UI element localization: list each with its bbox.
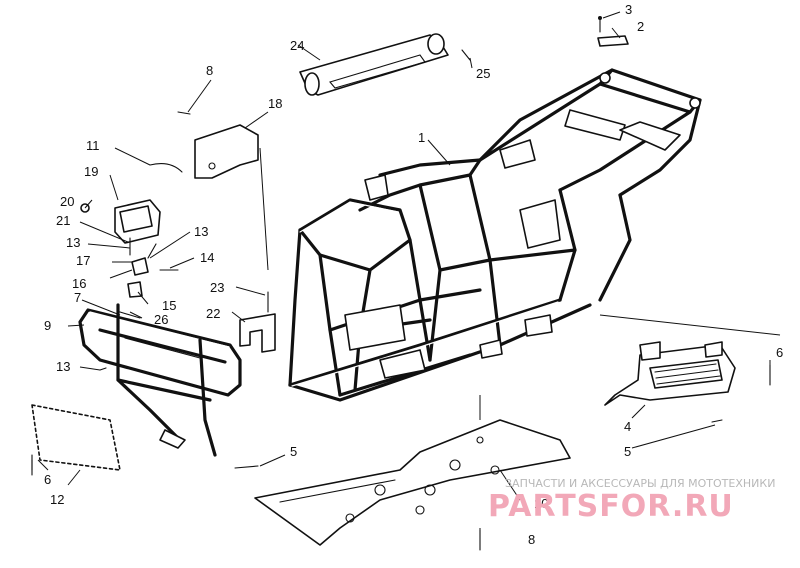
mount-bracket bbox=[239, 291, 276, 353]
callout-18: 18 bbox=[268, 96, 282, 111]
callout-13-upper: 13 bbox=[194, 224, 208, 239]
watermark: ЗАПЧАСТИ И АКСЕССУАРЫ ДЛЯ МОТОТЕХНИКИ PA… bbox=[488, 477, 775, 524]
callout-17: 17 bbox=[76, 253, 90, 268]
callout-8-top: 8 bbox=[206, 63, 213, 78]
callout-11: 11 bbox=[86, 138, 100, 153]
callout-9: 9 bbox=[44, 318, 51, 333]
callout-15: 15 bbox=[162, 298, 176, 313]
top-bracket bbox=[597, 16, 629, 47]
callout-21: 21 bbox=[56, 213, 70, 228]
callout-10: 10 bbox=[534, 496, 548, 511]
watermark-tagline: ЗАПЧАСТИ И АКСЕССУАРЫ ДЛЯ МОТОТЕХНИКИ bbox=[505, 477, 775, 490]
callout-labels: 1 2 3 4 5 5 6 6 7 8 8 9 10 11 12 13 13 1… bbox=[44, 2, 783, 547]
callout-24: 24 bbox=[290, 38, 304, 53]
small-hardware bbox=[80, 203, 179, 319]
callout-22: 22 bbox=[206, 306, 220, 321]
callout-5-left: 5 bbox=[290, 444, 297, 459]
callout-16: 16 bbox=[72, 276, 86, 291]
callout-23: 23 bbox=[210, 280, 224, 295]
front-bumper bbox=[78, 303, 242, 457]
callout-13-mid: 13 bbox=[66, 235, 80, 250]
bracket-plate bbox=[177, 111, 259, 179]
callout-20: 20 bbox=[60, 194, 74, 209]
callout-1: 1 bbox=[418, 130, 425, 145]
callout-14: 14 bbox=[200, 250, 214, 265]
watermark-brand: PARTSFOR.RU bbox=[488, 489, 734, 524]
callout-8-bottom: 8 bbox=[528, 532, 535, 547]
callout-6-left: 6 bbox=[44, 472, 51, 487]
callout-4: 4 bbox=[624, 419, 631, 434]
callout-26: 26 bbox=[154, 312, 168, 327]
callout-12: 12 bbox=[50, 492, 64, 507]
callout-7: 7 bbox=[74, 290, 81, 305]
callout-6-right: 6 bbox=[776, 345, 783, 360]
callout-19: 19 bbox=[84, 164, 98, 179]
callout-3: 3 bbox=[625, 2, 632, 17]
tube-cover bbox=[299, 33, 471, 96]
skid-plate-main bbox=[254, 419, 571, 546]
leader-lines bbox=[37, 11, 781, 538]
callout-25: 25 bbox=[476, 66, 490, 81]
footrest bbox=[604, 341, 771, 423]
callout-5-right: 5 bbox=[624, 444, 631, 459]
callout-13-lower: 13 bbox=[56, 359, 70, 374]
main-frame bbox=[288, 68, 702, 402]
callout-2: 2 bbox=[637, 19, 644, 34]
headlight bbox=[114, 163, 183, 244]
skid-plate-front bbox=[31, 404, 121, 471]
